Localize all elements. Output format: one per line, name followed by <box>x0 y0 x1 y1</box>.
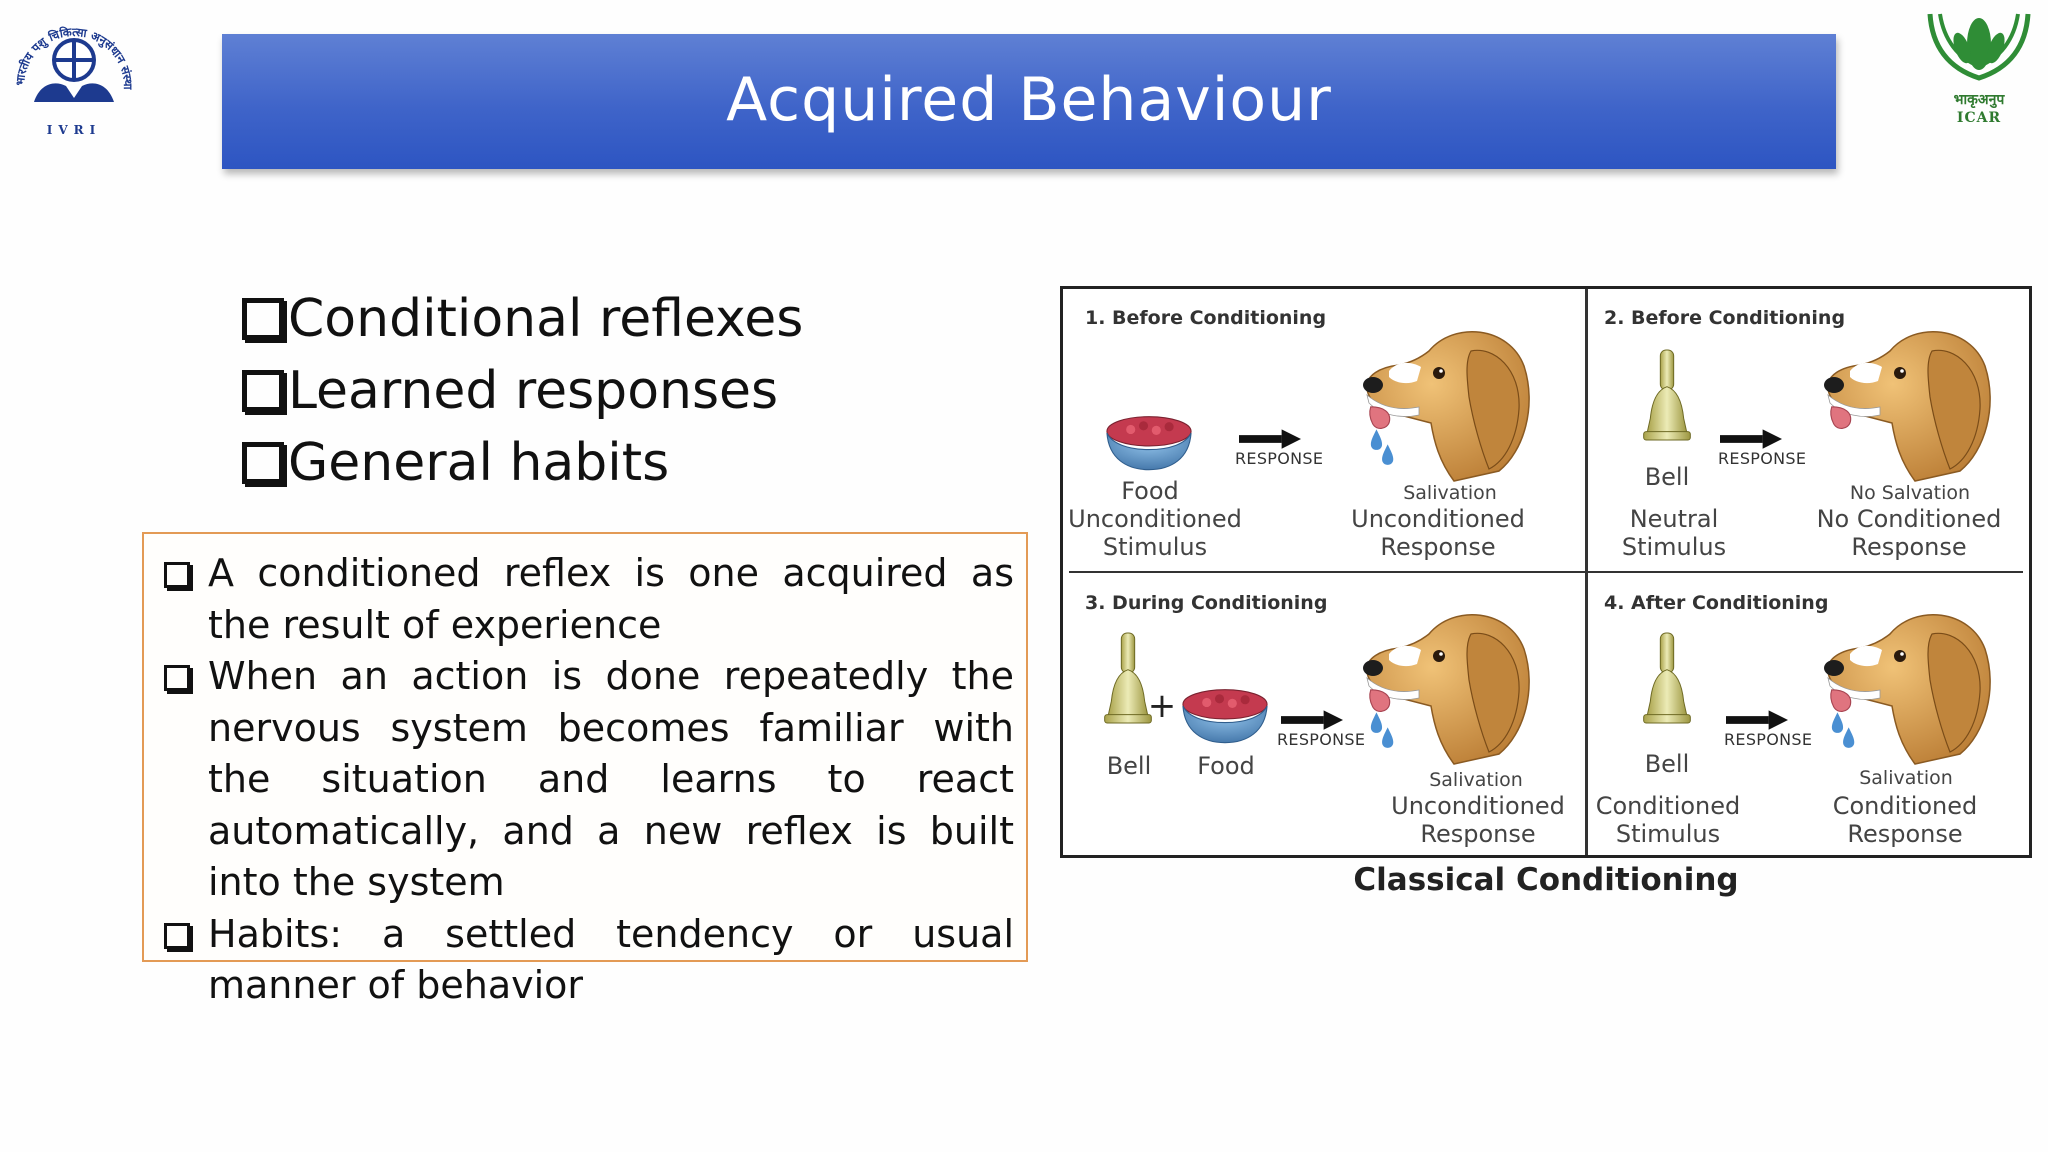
response-item-label: No Salvation <box>1849 482 1971 504</box>
definition-item: When an action is done repeatedly the ne… <box>162 651 1014 909</box>
response-type-label: Response <box>1420 820 1536 848</box>
classical-conditioning-diagram: 1. Before Conditioning Food Unconditione… <box>1060 286 2032 858</box>
definition-text: A conditioned reflex is one acquired as … <box>208 551 1014 647</box>
panel-before-conditioning-food: 1. Before Conditioning Food Unconditione… <box>1063 289 1585 571</box>
main-list-item: Learned responses <box>242 355 803 427</box>
panel-before-conditioning-bell: 2. Before Conditioning Bell Neutral Stim… <box>1588 289 2032 571</box>
main-list-label: General habits <box>288 433 670 493</box>
stimulus-item-label: Food <box>1197 752 1255 780</box>
response-arrow-label: RESPONSE <box>1718 449 1807 468</box>
plus-sign: + <box>1147 686 1177 726</box>
stimulus-item-label: Bell <box>1644 463 1690 491</box>
main-list-label: Conditional reflexes <box>288 289 804 349</box>
checkbox-icon <box>242 298 284 340</box>
drool-drops-icon <box>1369 425 1397 473</box>
arrow-right-icon <box>1726 710 1788 730</box>
drool-drops-icon <box>1830 708 1858 756</box>
arrow-right-icon <box>1720 429 1782 449</box>
stimulus-item-label: Bell <box>1106 752 1152 780</box>
response-type-label: Response <box>1851 533 1967 561</box>
svg-text:भाकृअनुप: भाकृअनुप <box>1954 92 2006 109</box>
definition-list: A conditioned reflex is one acquired as … <box>162 548 1014 1012</box>
response-arrow-label: RESPONSE <box>1277 730 1366 749</box>
stimulus-item-label: Bell <box>1644 750 1690 778</box>
diagram-divider-horizontal <box>1069 571 2023 573</box>
bell-icon <box>1642 349 1692 451</box>
bell-icon <box>1642 632 1692 734</box>
panel-title: 4. After Conditioning <box>1604 592 1829 614</box>
main-list-item: General habits <box>242 427 803 499</box>
response-type-label: Unconditioned <box>1391 792 1565 820</box>
response-type-label: Conditioned <box>1832 792 1978 820</box>
panel-title: 3. During Conditioning <box>1085 592 1328 614</box>
stimulus-type-label: Stimulus <box>1102 533 1208 561</box>
response-type-label: No Conditioned <box>1816 505 2002 533</box>
panel-during-conditioning: 3. During Conditioning + Bell Food RESPO… <box>1063 574 1585 858</box>
main-list-item: Conditional reflexes <box>242 283 803 355</box>
ivri-logo: भारतीय पशु चिकित्सा अनुसंधान संस्थान IVR… <box>10 6 135 136</box>
svg-text:IVRI: IVRI <box>47 123 102 136</box>
response-type-label: Response <box>1380 533 1496 561</box>
checkbox-icon <box>242 370 284 412</box>
title-banner: Acquired Behaviour <box>222 34 1836 169</box>
response-item-label: Salivation <box>1403 482 1497 504</box>
panel-after-conditioning: 4. After Conditioning Bell Conditioned S… <box>1588 574 2032 858</box>
arrow-right-icon <box>1239 429 1301 449</box>
response-item-label: Salivation <box>1859 767 1953 789</box>
panel-title: 1. Before Conditioning <box>1085 307 1327 329</box>
definition-text: Habits: a settled tendency or usual mann… <box>208 911 1014 1008</box>
bell-icon <box>1103 632 1153 734</box>
stimulus-item-label: Food <box>1121 477 1179 505</box>
food-bowl-icon <box>1103 413 1195 477</box>
response-type-label: Unconditioned <box>1351 505 1525 533</box>
response-arrow-label: RESPONSE <box>1235 449 1324 468</box>
main-list-label: Learned responses <box>288 361 779 421</box>
checkbox-icon <box>164 922 190 949</box>
svg-text:ICAR: ICAR <box>1957 110 2001 126</box>
drool-drops-icon <box>1369 708 1397 756</box>
definition-item: A conditioned reflex is one acquired as … <box>162 548 1014 651</box>
tongue-icon <box>1828 405 1856 433</box>
stimulus-type-label: Stimulus <box>1615 820 1721 848</box>
checkbox-icon <box>164 665 190 691</box>
response-type-label: Response <box>1847 820 1963 848</box>
panel-title: 2. Before Conditioning <box>1604 307 1846 329</box>
definition-box: A conditioned reflex is one acquired as … <box>142 532 1028 1007</box>
icar-logo: भाकृअनुप ICAR <box>1927 13 2031 126</box>
food-bowl-icon <box>1179 686 1271 750</box>
response-item-label: Salivation <box>1429 769 1523 791</box>
stimulus-type-label: Unconditioned <box>1068 505 1242 533</box>
stimulus-type-label: Stimulus <box>1621 533 1727 561</box>
definition-item: Habits: a settled tendency or usual mann… <box>162 909 1014 1012</box>
checkbox-icon <box>242 442 284 484</box>
definition-text: When an action is done repeatedly the ne… <box>208 654 1014 904</box>
slide-title: Acquired Behaviour <box>726 65 1332 135</box>
main-checkbox-list: Conditional reflexes Learned responses G… <box>242 283 803 499</box>
dog-head-icon <box>1820 311 2000 491</box>
stimulus-type-label: Conditioned <box>1595 792 1741 820</box>
diagram-divider-vertical <box>1585 289 1588 855</box>
checkbox-icon <box>164 562 190 588</box>
response-arrow-label: RESPONSE <box>1724 730 1813 749</box>
arrow-right-icon <box>1281 710 1343 730</box>
stimulus-type-label: Neutral <box>1629 505 1719 533</box>
diagram-caption: Classical Conditioning <box>1353 862 1739 898</box>
